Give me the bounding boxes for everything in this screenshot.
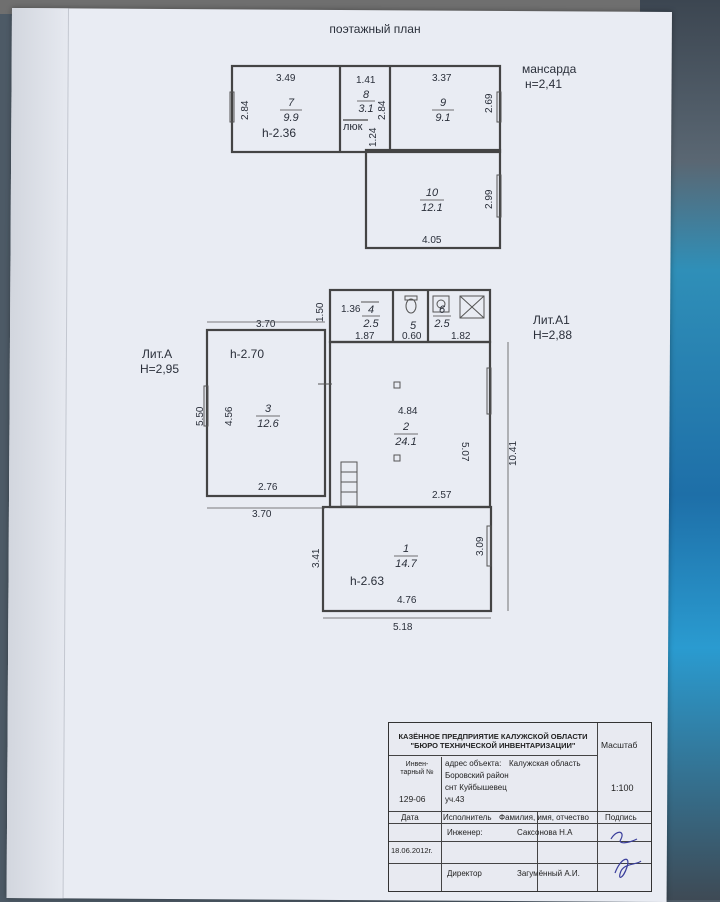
- room-number: 3: [265, 403, 272, 415]
- room-number: 5: [410, 320, 417, 332]
- signature-label: Подпись: [605, 813, 637, 822]
- address-line: снт Куйбышевец: [445, 783, 507, 792]
- dimension: 2.84: [377, 100, 388, 120]
- dimension: 3.41: [311, 548, 322, 568]
- title-block: КАЗЁННОЕ ПРЕДПРИЯТИЕ КАЛУЖСКОЙ ОБЛАСТИ "…: [388, 722, 652, 892]
- executor-label: Исполнитель: [443, 813, 492, 822]
- inventory-label: Инвен-тарный №: [400, 761, 434, 777]
- director-name: Загумённый А.И.: [517, 869, 580, 878]
- dimension: 2.84: [240, 100, 251, 120]
- signature-icon: [610, 831, 642, 878]
- dimension: 2.76: [258, 482, 278, 493]
- date-label: Дата: [401, 813, 419, 822]
- dimension: 10.41: [508, 441, 519, 466]
- lit-a-height: Н=2,95: [140, 362, 179, 376]
- room-area: 9.9: [283, 112, 298, 124]
- dimension: 4.76: [397, 595, 417, 606]
- hatch-label: люк: [343, 121, 363, 133]
- attic-height: н=2,41: [525, 77, 562, 91]
- dimension: 1.41: [356, 75, 376, 86]
- room-area: 24.1: [394, 436, 416, 448]
- lit-a1-label: Лит.А1: [533, 313, 570, 327]
- dimension: 3.70: [256, 319, 276, 330]
- lit-a-label: Лит.А: [142, 347, 172, 361]
- room-3-outline: [205, 328, 327, 498]
- dimension: 3.37: [432, 73, 452, 84]
- room-height: h-2.36: [262, 126, 296, 140]
- room-number: 4: [368, 304, 374, 316]
- address-line: Боровский район: [445, 771, 509, 780]
- document-date: 18.06.2012г.: [391, 846, 433, 855]
- dimension: 4.05: [422, 235, 442, 246]
- dimension: 1.87: [355, 331, 375, 342]
- dimension: 2.69: [484, 93, 495, 113]
- room-number: 7: [288, 97, 295, 109]
- dimension: 1.82: [451, 331, 471, 342]
- dimension: 2.99: [484, 189, 495, 209]
- room-number: 1: [403, 543, 409, 555]
- room-area: 14.7: [395, 558, 417, 570]
- room-height: h-2.63: [350, 574, 384, 588]
- dimension: 3.49: [276, 73, 296, 84]
- plan-title: поэтажный план: [329, 22, 420, 36]
- dimension: 4.56: [224, 406, 235, 426]
- dimension: 5.50: [195, 406, 206, 426]
- room-area: 12.6: [257, 418, 279, 430]
- attic-label: мансарда: [522, 62, 577, 76]
- room-number: 10: [426, 187, 439, 199]
- dimension: 1.36: [341, 304, 361, 315]
- dimension: 0.60: [402, 331, 422, 342]
- room-number: 8: [363, 89, 370, 101]
- room-area: 9.1: [435, 112, 450, 124]
- room-number: 2: [402, 421, 409, 433]
- engineer-name: Саксонова Н.А: [517, 828, 573, 837]
- room-area: 3.1: [358, 103, 373, 115]
- dimension: 2.57: [432, 490, 452, 501]
- scale-label: Масштаб: [601, 740, 638, 750]
- dimension: 3.09: [475, 536, 486, 556]
- room-10-outline: [364, 148, 502, 250]
- director-label: Директор: [447, 869, 482, 878]
- address-line: уч.43: [445, 795, 465, 804]
- dimension: 1.50: [315, 302, 326, 322]
- room-height: h-2.70: [230, 347, 264, 361]
- address-label: адрес объекта:: [445, 759, 502, 768]
- dimension: 1.24: [368, 127, 379, 147]
- room-number: 6: [439, 304, 446, 316]
- fio-label: Фамилия, имя, отчество: [499, 813, 589, 822]
- room-area: 12.1: [421, 202, 442, 214]
- dimension: 5.18: [393, 622, 413, 633]
- room-area: 2.5: [362, 318, 379, 330]
- inventory-number: 129-06: [399, 794, 426, 804]
- address-line: Калужская область: [509, 759, 581, 768]
- room-area: 2.5: [433, 318, 450, 330]
- room-number: 9: [440, 97, 446, 109]
- engineer-label: Инженер:: [447, 828, 483, 837]
- scale-value: 1:100: [611, 783, 634, 793]
- lit-a1-height: Н=2,88: [533, 328, 572, 342]
- dimension: 3.70: [252, 509, 272, 520]
- organization-name: КАЗЁННОЕ ПРЕДПРИЯТИЕ КАЛУЖСКОЙ ОБЛАСТИ "…: [398, 732, 588, 750]
- dimension: 5.07: [459, 442, 470, 462]
- dimension: 4.84: [398, 406, 418, 417]
